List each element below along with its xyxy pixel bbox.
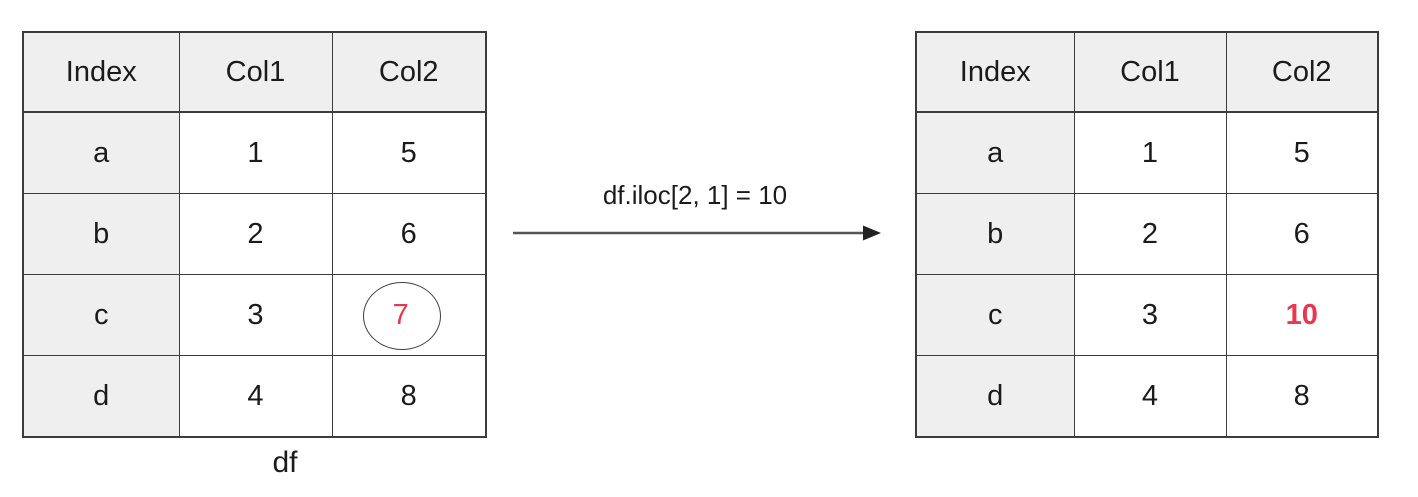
cell-col2: 8 xyxy=(331,355,487,438)
transform-annotation: df.iloc[2, 1] = 10 xyxy=(505,180,885,255)
cell-col1: 3 xyxy=(178,274,333,356)
cell-col1: 4 xyxy=(178,355,333,438)
cell-col1: 1 xyxy=(1073,111,1227,194)
cell-col2-highlighted: 7 xyxy=(331,274,487,356)
table-row: d 4 8 xyxy=(22,355,487,438)
table-row: a 1 5 xyxy=(22,111,487,194)
index-cell: a xyxy=(22,111,180,194)
cell-col2: 6 xyxy=(1225,193,1379,275)
transform-label: df.iloc[2, 1] = 10 xyxy=(602,180,788,210)
index-cell: c xyxy=(915,274,1075,356)
cell-col2: 8 xyxy=(1225,355,1379,438)
cell-col1: 2 xyxy=(178,193,333,275)
arrow-right-icon xyxy=(513,225,881,241)
table-header-row: Index Col1 Col2 xyxy=(915,31,1379,113)
column-header-index: Index xyxy=(22,31,180,113)
cell-col2-highlighted: 10 xyxy=(1225,274,1379,356)
index-cell: c xyxy=(22,274,180,356)
column-header-col1: Col1 xyxy=(178,31,333,113)
table-row: a 1 5 xyxy=(915,111,1379,194)
index-cell: d xyxy=(22,355,180,438)
index-cell: a xyxy=(915,111,1075,194)
table-row: c 3 7 xyxy=(22,274,487,356)
column-header-index: Index xyxy=(915,31,1075,113)
index-cell: d xyxy=(915,355,1075,438)
column-header-col2: Col2 xyxy=(331,31,487,113)
dataframe-table-after: Index Col1 Col2 a 1 5 b 2 6 c 3 10 xyxy=(915,31,1379,438)
index-cell: b xyxy=(22,193,180,275)
table-header-row: Index Col1 Col2 xyxy=(22,31,487,113)
cell-col1: 1 xyxy=(178,111,333,194)
cell-col1: 4 xyxy=(1073,355,1227,438)
column-header-col2: Col2 xyxy=(1225,31,1379,113)
table-caption-df: df xyxy=(272,446,298,479)
cell-col2: 5 xyxy=(1225,111,1379,194)
table-row: d 4 8 xyxy=(915,355,1379,438)
cell-col1: 3 xyxy=(1073,274,1227,356)
cell-col2: 5 xyxy=(331,111,487,194)
table-row: b 2 6 xyxy=(915,193,1379,275)
index-cell: b xyxy=(915,193,1075,275)
cell-col1: 2 xyxy=(1073,193,1227,275)
table-row: b 2 6 xyxy=(22,193,487,275)
cell-value: 7 xyxy=(392,298,409,331)
cell-col2: 6 xyxy=(331,193,487,275)
cell-value: 10 xyxy=(1285,298,1318,331)
column-header-col1: Col1 xyxy=(1073,31,1227,113)
dataframe-table-before: Index Col1 Col2 a 1 5 b 2 6 c 3 7 xyxy=(22,31,487,438)
table-row: c 3 10 xyxy=(915,274,1379,356)
